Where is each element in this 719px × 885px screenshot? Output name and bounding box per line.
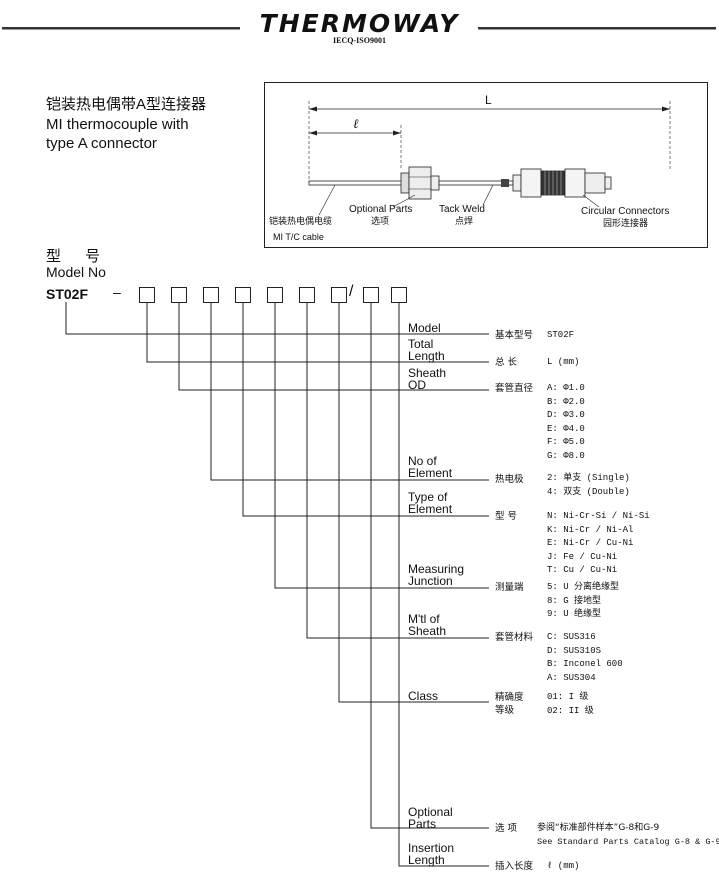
- field-values-class: 01: I 级 02: II 级: [547, 692, 594, 716]
- model-code: ST02F: [46, 286, 89, 302]
- field-cn-model: 基本型号: [495, 330, 534, 341]
- field-values-type-of-element: N: Ni-Cr-Si / Ni-Si K: Ni-Cr / Ni-Al E: …: [547, 511, 650, 576]
- model-no-label-cn: 型 号: [46, 248, 111, 265]
- brand-logo: THERMOWAY IECQ-ISO9001: [0, 10, 719, 46]
- model-no-label-en: Model No: [46, 264, 106, 280]
- circular-connector-label-en: Circular Connectors: [581, 206, 670, 217]
- field-cn-optional-parts: 选 项: [495, 823, 518, 834]
- field-cn-type-of-element: 型 号: [495, 511, 518, 522]
- field-values-no-of-element: 2: 单支 (Single) 4: 双支 (Double): [547, 473, 630, 497]
- field-values-model: ST02F: [547, 330, 575, 340]
- product-title-en: MI thermocouple with type A connector: [46, 115, 189, 153]
- thermocouple-drawing: [308, 101, 671, 216]
- field-values-total-length: L (mm): [547, 357, 580, 367]
- field-cn-class: 精确度 等级: [495, 692, 524, 716]
- optional-parts-label-en: Optional Parts: [349, 204, 413, 215]
- model-code-dash: –: [113, 284, 121, 300]
- field-cn-sheath-material: 套管材料: [495, 632, 534, 643]
- tack-weld-label-en: Tack Weld: [439, 204, 485, 215]
- optional-parts-note-cn: 参阅“标准部件样本”G-8和G-9: [537, 823, 660, 833]
- dimension-insertion-length: ℓ: [353, 116, 359, 131]
- brand-name: THERMOWAY: [259, 9, 460, 38]
- model-code-slash: /: [349, 283, 354, 300]
- field-label-sheath-material: M'tl of Sheath: [408, 612, 447, 638]
- product-diagram: L ℓ 铠装热电偶电缆 MI T/C cable Optional Parts …: [264, 82, 708, 248]
- header-rule-right: [478, 27, 716, 30]
- header-rule-left: [2, 27, 240, 30]
- field-values-measuring-junction: 5: U 分离绝缘型 8: G 接地型 9: U 绝缘型: [547, 582, 620, 620]
- field-values-sheath-od: A: Φ1.0 B: Φ2.0 D: Φ3.0 E: Φ4.0 F: Φ5.0 …: [547, 383, 585, 461]
- field-cn-sheath-od: 套管直径: [495, 383, 534, 394]
- dimension-total-length: L: [485, 93, 492, 107]
- field-label-optional-parts: Optional Parts: [408, 805, 453, 831]
- field-cn-no-of-element: 热电极: [495, 474, 524, 485]
- product-title-en-line2: type A connector: [46, 135, 157, 152]
- field-label-sheath-od: Sheath OD: [408, 366, 447, 392]
- mi-cable-label-en: MI T/C cable: [273, 232, 324, 242]
- product-title-en-line1: MI thermocouple with: [46, 116, 189, 133]
- field-label-no-of-element: No of Element: [408, 454, 453, 480]
- field-cn-total-length: 总 长: [495, 357, 518, 368]
- field-values-insertion-length: ℓ (mm): [547, 861, 580, 871]
- field-values-sheath-material: C: SUS316 D: SUS310S B: Inconel 600 A: S…: [547, 632, 623, 683]
- mi-cable-label-cn: 铠装热电偶电缆: [269, 217, 333, 227]
- field-cn-measuring-junction: 测量端: [495, 582, 524, 593]
- certification-label: IECQ-ISO9001: [333, 36, 386, 45]
- field-label-type-of-element: Type of Element: [408, 490, 453, 516]
- optional-parts-note-en: See Standard Parts Catalog G-8 & G-9: [537, 837, 719, 847]
- circular-connector-label-cn: 园形连接器: [603, 219, 649, 229]
- field-label-model: Model: [408, 321, 441, 335]
- field-label-class: Class: [408, 689, 439, 703]
- tack-weld-label-cn: 点焊: [455, 217, 474, 227]
- field-cn-insertion-length: 插入长度: [495, 861, 534, 872]
- field-label-measuring-junction: Measuring Junction: [408, 562, 465, 588]
- field-label-total-length: Total Length: [408, 337, 445, 363]
- product-title-cn: 铠装热电偶带A型连接器: [46, 96, 207, 113]
- field-label-insertion-length: Insertion Length: [408, 841, 455, 867]
- optional-parts-label-cn: 选项: [371, 217, 390, 227]
